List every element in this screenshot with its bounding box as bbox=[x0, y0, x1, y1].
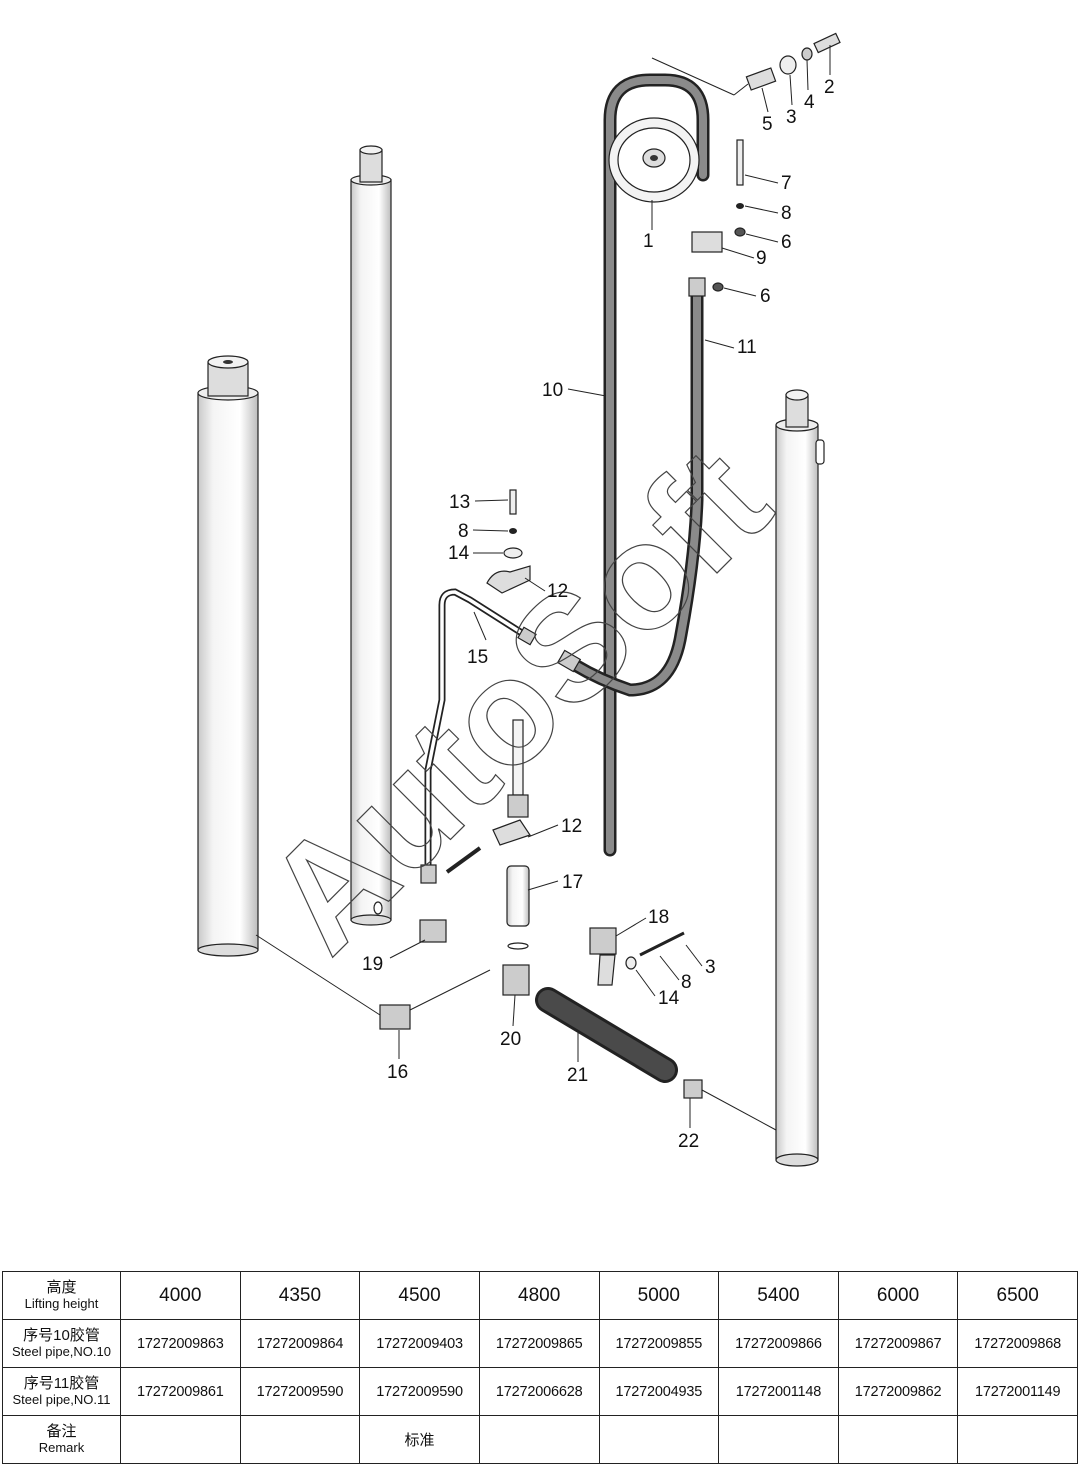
table-cell: 17272009863 bbox=[120, 1319, 241, 1368]
table-cell: 4500 bbox=[359, 1271, 480, 1320]
fittings bbox=[255, 919, 777, 1131]
table-cell: 4800 bbox=[478, 1271, 600, 1320]
callout-label: 20 bbox=[500, 1029, 521, 1050]
row-header-en: Steel pipe,NO.10 bbox=[11, 1343, 111, 1359]
row-header-en: Remark bbox=[38, 1439, 85, 1455]
table-cell: 17272006628 bbox=[478, 1367, 600, 1416]
table-cell: 17272009867 bbox=[837, 1319, 959, 1368]
hydraulic-lift-exploded-diagram: AutoSoft 1 2 3 4 5 7 8 6 9 6 11 10 13 8 … bbox=[197, 32, 841, 1167]
callout-label: 6 bbox=[760, 286, 771, 307]
hose-10 bbox=[603, 73, 710, 857]
callout-labels: 1 2 3 4 5 7 8 6 9 6 11 10 13 8 14 12 15 … bbox=[362, 77, 835, 1152]
hose-21 bbox=[535, 987, 678, 1083]
table-cell bbox=[120, 1415, 241, 1464]
table-row-pipe-11: 序号11胶管 Steel pipe,NO.11 17272009861 1727… bbox=[2, 1367, 1078, 1416]
table-cell: 17272009861 bbox=[120, 1367, 241, 1416]
table-cell: 6500 bbox=[957, 1271, 1078, 1320]
table-cell: 17272009590 bbox=[359, 1367, 480, 1416]
table-cell bbox=[598, 1415, 720, 1464]
filter-17 bbox=[445, 719, 530, 950]
callout-label: 6 bbox=[781, 232, 792, 253]
table-cell: 6000 bbox=[837, 1271, 959, 1320]
callout-label: 13 bbox=[449, 492, 470, 513]
right-lift-cylinder bbox=[775, 389, 825, 1167]
table-cell bbox=[239, 1415, 361, 1464]
callout-label: 16 bbox=[387, 1062, 408, 1083]
row-header: 序号11胶管 Steel pipe,NO.11 bbox=[2, 1367, 121, 1416]
table-row-lifting-height: 高度 Lifting height 4000 4350 4500 4800 50… bbox=[2, 1271, 1078, 1320]
table-cell bbox=[957, 1415, 1078, 1464]
part-number-table: 高度 Lifting height 4000 4350 4500 4800 50… bbox=[2, 1271, 1078, 1464]
row-header: 高度 Lifting height bbox=[2, 1271, 121, 1320]
table-cell: 5000 bbox=[598, 1271, 720, 1320]
callout-label: 14 bbox=[448, 543, 470, 564]
table-cell: 17272009855 bbox=[598, 1319, 720, 1368]
table-row-pipe-10: 序号10胶管 Steel pipe,NO.10 17272009863 1727… bbox=[2, 1319, 1078, 1368]
table-cell: 17272009868 bbox=[957, 1319, 1078, 1368]
middle-lift-cylinder bbox=[350, 145, 392, 926]
callout-label: 4 bbox=[804, 92, 815, 113]
callout-label: 8 bbox=[681, 972, 692, 993]
table-cell bbox=[837, 1415, 959, 1464]
table-cell: 17272009865 bbox=[478, 1319, 600, 1368]
table-cell: 17272004935 bbox=[598, 1367, 720, 1416]
callout-label: 17 bbox=[562, 872, 583, 893]
callout-label: 2 bbox=[824, 77, 835, 98]
table-cell: 标准 bbox=[359, 1415, 480, 1464]
hose-11 bbox=[556, 277, 706, 697]
table-cell: 17272009864 bbox=[239, 1319, 361, 1368]
callout-label: 1 bbox=[643, 231, 654, 252]
row-header-cn: 高度 bbox=[46, 1278, 77, 1296]
row-header: 序号10胶管 Steel pipe,NO.10 bbox=[2, 1319, 121, 1368]
callout-label: 15 bbox=[467, 647, 488, 668]
table-cell: 17272009862 bbox=[837, 1367, 959, 1416]
row-header: 备注 Remark bbox=[2, 1415, 121, 1464]
table-cell: 17272001149 bbox=[957, 1367, 1078, 1416]
callout-label: 5 bbox=[762, 114, 773, 135]
callout-label: 10 bbox=[542, 380, 563, 401]
table-cell: 17272001148 bbox=[718, 1367, 839, 1416]
callout-label: 8 bbox=[458, 521, 469, 542]
callout-label: 12 bbox=[561, 816, 582, 837]
callout-label: 3 bbox=[786, 107, 797, 128]
table-cell: 5400 bbox=[718, 1271, 839, 1320]
table-cell bbox=[718, 1415, 839, 1464]
table-cell bbox=[478, 1415, 600, 1464]
callout-label: 19 bbox=[362, 954, 383, 975]
row-header-en: Lifting height bbox=[24, 1295, 99, 1311]
row-header-cn: 序号10胶管 bbox=[23, 1326, 100, 1344]
callout-label: 21 bbox=[567, 1065, 588, 1086]
callout-label: 8 bbox=[781, 203, 792, 224]
table-row-remark: 备注 Remark 标准 bbox=[2, 1415, 1078, 1464]
steel-pipe-15 bbox=[420, 588, 537, 884]
table-cell: 4000 bbox=[120, 1271, 241, 1320]
left-lift-cylinder bbox=[197, 355, 259, 957]
table-cell: 4350 bbox=[239, 1271, 361, 1320]
row-header-cn: 序号11胶管 bbox=[23, 1374, 100, 1392]
callout-label: 11 bbox=[737, 337, 757, 358]
callout-label: 7 bbox=[781, 173, 792, 194]
callout-label: 3 bbox=[705, 957, 716, 978]
table-cell: 17272009590 bbox=[239, 1367, 361, 1416]
table-cell: 17272009866 bbox=[718, 1319, 839, 1368]
bolt-7-nuts-bracket-9 bbox=[691, 139, 746, 292]
callout-label: 12 bbox=[547, 581, 568, 602]
callout-label: 9 bbox=[756, 248, 767, 269]
callout-label: 22 bbox=[678, 1131, 699, 1152]
leader-lines bbox=[389, 45, 831, 1128]
table-cell: 17272009403 bbox=[359, 1319, 480, 1368]
callout-label: 18 bbox=[648, 907, 669, 928]
pin-5-washer-3-4-bolt-2 bbox=[651, 32, 841, 96]
row-header-en: Steel pipe,NO.11 bbox=[12, 1391, 111, 1407]
bolt-13-clamp-12 bbox=[486, 489, 531, 846]
callout-label: 14 bbox=[658, 988, 680, 1009]
pulley-1 bbox=[608, 117, 700, 203]
row-header-cn: 备注 bbox=[46, 1422, 77, 1440]
